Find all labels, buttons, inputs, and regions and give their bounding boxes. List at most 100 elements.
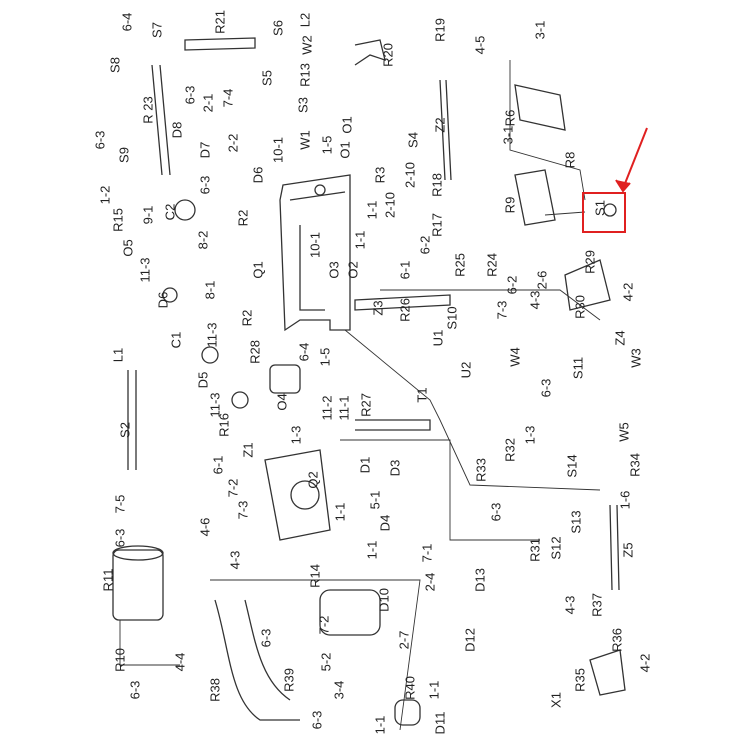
part-label-o2: O2 (345, 261, 361, 279)
part-label-11-3: 11-3 (137, 257, 153, 283)
part-label-1-1: 1-1 (364, 200, 380, 220)
part-label-d7: D7 (197, 141, 213, 159)
part-label-3-4: 3-4 (331, 680, 347, 700)
part-label-4-2: 4-2 (620, 282, 636, 302)
part-label-r28: R28 (247, 340, 263, 364)
part-label-2-10: 2-10 (382, 191, 398, 219)
part-label-1-5: 1-5 (319, 135, 335, 155)
part-label-6-2: 6-2 (417, 235, 433, 255)
part-label-1-3: 1-3 (522, 425, 538, 445)
part-label-11-3: 11-3 (204, 322, 220, 348)
part-label-s5: S5 (259, 70, 275, 86)
part-label-s7: S7 (149, 22, 165, 38)
part-label-4-5: 4-5 (472, 35, 488, 55)
part-label-3-1: 3-1 (500, 125, 516, 145)
part-label-s3: S3 (295, 97, 311, 113)
part-label-u1: U1 (430, 329, 446, 347)
part-label-7-2: 7-2 (316, 615, 332, 635)
part-label-6-3: 6-3 (197, 175, 213, 195)
guide-lines (119, 60, 601, 731)
part-label-7-3: 7-3 (235, 500, 251, 520)
part-label-6-1: 6-1 (397, 260, 413, 280)
part-label-r17: R17 (429, 213, 445, 237)
part-label-d4: D4 (377, 514, 393, 532)
part-label-s4: S4 (405, 132, 421, 148)
part-label-w2: W2 (299, 35, 315, 55)
part-label-w4: W4 (507, 347, 523, 367)
highlight-box-s1 (582, 192, 626, 233)
part-label-2-2: 2-2 (225, 133, 241, 153)
part-label-7-3: 7-3 (494, 300, 510, 320)
part-label-4-4: 4-4 (172, 652, 188, 672)
part-label-6-2: 6-2 (504, 275, 520, 295)
part-label-s8: S8 (107, 57, 123, 73)
part-label-r10: R10 (112, 648, 128, 672)
part-label-4-3: 4-3 (227, 550, 243, 570)
part-label-1-1: 1-1 (372, 715, 388, 735)
part-label-4-2: 4-2 (637, 653, 653, 673)
part-label-4-3: 4-3 (562, 595, 578, 615)
part-label-7-2: 7-2 (225, 478, 241, 498)
part-label-s10: S10 (444, 306, 460, 330)
part-label-r23: R 23 (140, 96, 156, 124)
part-label-1-1: 1-1 (364, 540, 380, 560)
part-label-r13: R13 (297, 63, 313, 87)
part-label-2-7: 2-7 (396, 630, 412, 650)
part-label-6-4: 6-4 (296, 342, 312, 362)
part-label-1-5: 1-5 (317, 347, 333, 367)
part-label-o4: O4 (274, 393, 290, 411)
part-label-u2: U2 (458, 361, 474, 379)
part-label-w3: W3 (628, 348, 644, 368)
part-label-r15: R15 (110, 208, 126, 232)
part-label-r20: R20 (380, 43, 396, 67)
part-label-s12: S12 (548, 536, 564, 560)
part-label-6-3: 6-3 (182, 85, 198, 105)
part-label-o1: O1 (337, 141, 353, 159)
part-label-o3: O3 (326, 261, 342, 279)
part-label-o1: O1 (339, 116, 355, 134)
part-label-r26: R26 (397, 298, 413, 322)
part-label-r25: R25 (452, 253, 468, 277)
part-label-r9: R9 (502, 196, 518, 214)
part-label-7-5: 7-5 (112, 494, 128, 514)
part-label-1-3: 1-3 (288, 425, 304, 445)
part-label-z3: Z3 (370, 300, 386, 316)
part-label-d6: D6 (250, 166, 266, 184)
part-label-r29: R29 (582, 250, 598, 274)
part-label-r36: R36 (609, 628, 625, 652)
part-label-s2: S2 (117, 422, 133, 438)
part-label-11-1: 11-1 (336, 395, 352, 421)
part-label-r16: R16 (216, 413, 232, 437)
part-label-z5: Z5 (620, 542, 636, 558)
part-label-s14: S14 (564, 454, 580, 478)
rods-and-shafts (127, 37, 620, 591)
part-label-x1: X1 (548, 692, 564, 708)
part-label-r6: R6 (502, 109, 518, 127)
part-label-6-3: 6-3 (309, 710, 325, 730)
part-label-l1: L1 (110, 347, 126, 363)
part-label-s1: S1 (592, 200, 608, 216)
part-label-t1: T1 (414, 387, 430, 403)
part-label-r2: R2 (239, 309, 255, 327)
part-label-r40: R40 (402, 676, 418, 700)
part-label-z1: Z1 (240, 442, 256, 458)
part-label-r33: R33 (473, 458, 489, 482)
part-label-8-1: 8-1 (202, 280, 218, 300)
part-label-r21: R21 (212, 10, 228, 34)
part-label-2-1: 2-1 (200, 93, 216, 113)
part-label-r19: R19 (432, 18, 448, 42)
part-label-4-3: 4-3 (527, 290, 543, 310)
part-label-r32: R32 (502, 438, 518, 462)
part-label-4-6: 4-6 (197, 517, 213, 537)
part-label-s11: S11 (570, 356, 586, 380)
part-label-1-6: 1-6 (617, 490, 633, 510)
part-label-s6: S6 (270, 20, 286, 36)
part-label-r3: R3 (372, 166, 388, 184)
part-label-9-1: 9-1 (140, 205, 156, 225)
part-label-r14: R14 (307, 564, 323, 588)
part-label-6-3: 6-3 (127, 680, 143, 700)
highlight-arrow (615, 127, 648, 193)
part-label-d5: D5 (195, 371, 211, 389)
